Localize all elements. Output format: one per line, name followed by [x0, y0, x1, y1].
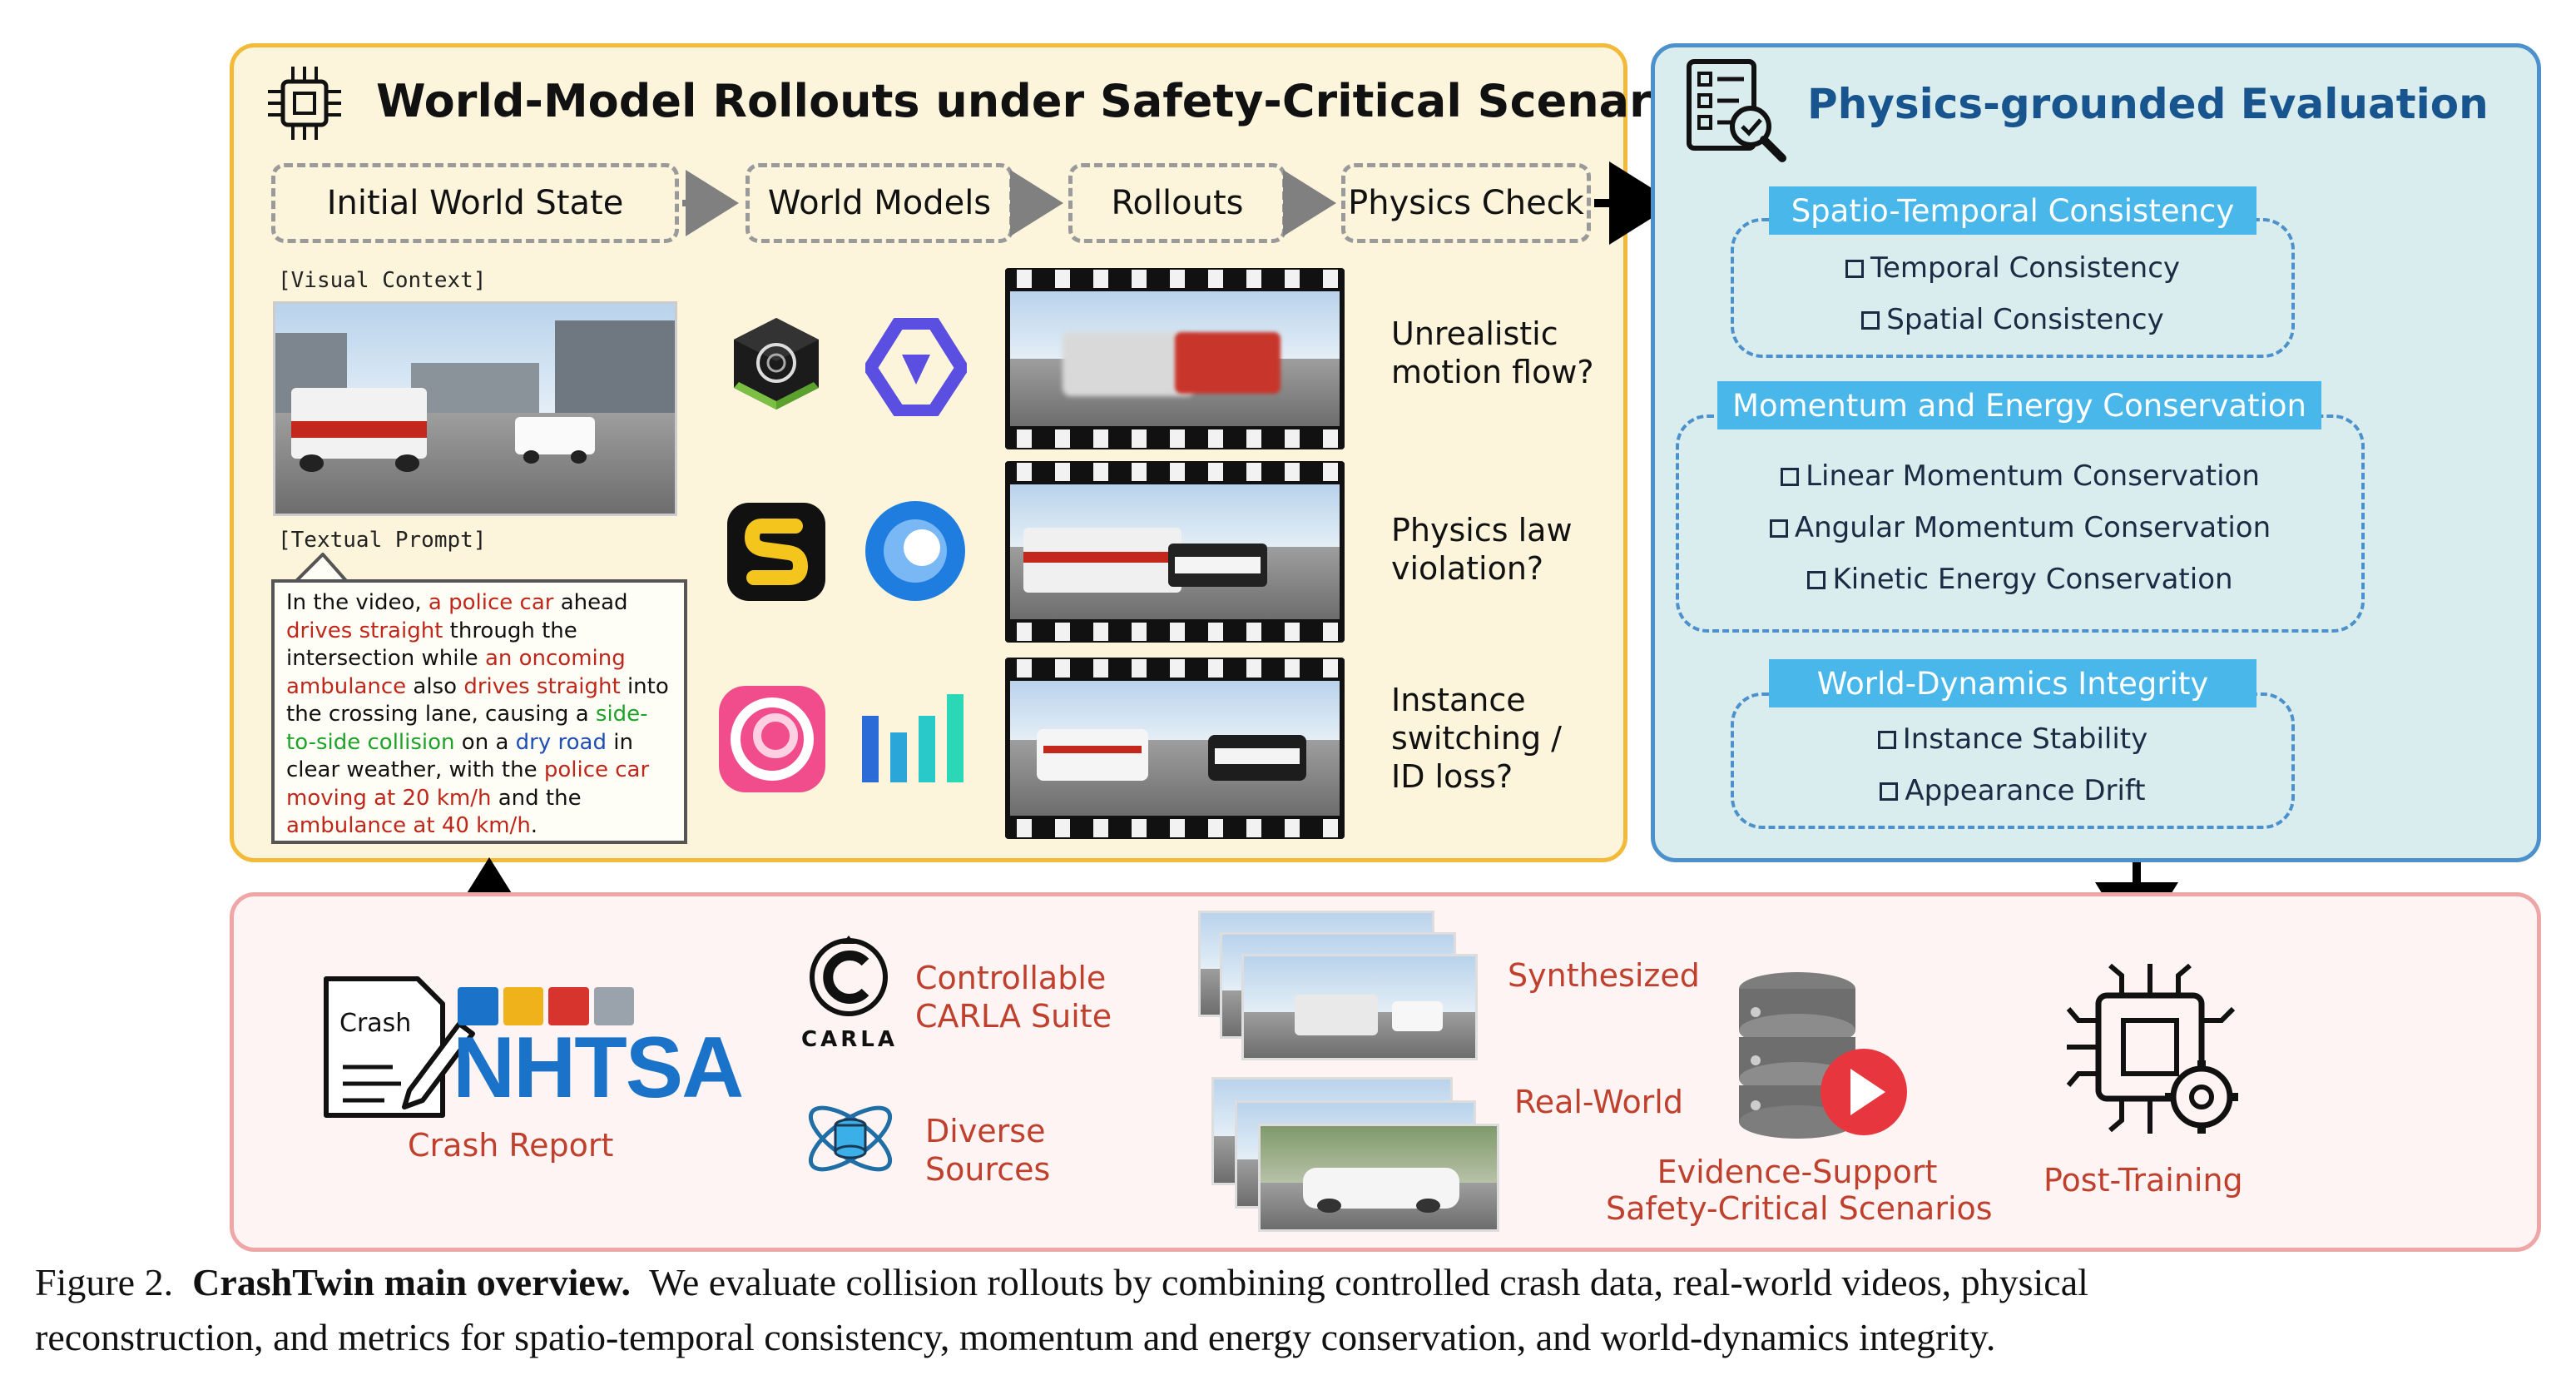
synth-frame-front	[1241, 954, 1478, 1060]
prompt-segment: .	[530, 813, 538, 838]
prompt-segment: ahead	[553, 590, 628, 615]
checkbox-icon	[1877, 731, 1896, 749]
real-frame-front	[1258, 1124, 1499, 1232]
checkbox-icon	[1880, 782, 1899, 801]
eval-item-angular-momentum: Angular Momentum Conservation	[1676, 511, 2365, 544]
prompt-segment: In the video,	[286, 590, 429, 615]
real-world-label: Real-World	[1514, 1084, 1683, 1120]
eval-item-appearance-drift: Appearance Drift	[1731, 774, 2295, 807]
world-model-logo-2	[864, 316, 968, 418]
cosmos-cube-icon	[734, 318, 819, 410]
chip-icon	[268, 67, 341, 140]
question-physics-law: Physics law violation?	[1391, 512, 1573, 587]
caption-line-2: reconstruction, and metrics for spatio-t…	[35, 1316, 1996, 1358]
evaluation-title: Physics-grounded Evaluation	[1807, 80, 2489, 128]
textual-prompt-box: In the video, a police car ahead drives …	[271, 579, 687, 844]
road-icon	[548, 987, 589, 1025]
nhtsa-badges	[458, 987, 634, 1025]
stage-physics-check: Physics Check	[1341, 163, 1591, 243]
world-model-logo-1	[727, 315, 825, 413]
star-icon	[593, 987, 634, 1025]
prompt-segment: side-to-side collision	[286, 702, 648, 755]
prompt-segment: ambulance at 40 km/h	[286, 813, 531, 838]
qwen-star-icon	[864, 316, 968, 418]
world-model-logo-5	[717, 684, 827, 794]
world-model-logo-3	[727, 503, 825, 601]
evaluation-panel	[1651, 43, 2541, 862]
world-model-logo-4	[862, 498, 968, 604]
s-logo-icon	[744, 519, 809, 585]
blue-swirl-icon	[865, 501, 965, 601]
eval-group-world-dynamics	[1731, 692, 2295, 829]
caption-line-1: Figure 2. CrashTwin main overview. We ev…	[35, 1261, 2088, 1303]
stage-initial-world-state: Initial World State	[271, 163, 679, 243]
bars-logo-icon	[862, 694, 964, 782]
question-instance-switching: Instance switching / ID loss?	[1391, 682, 1562, 795]
pedestrian-icon	[503, 987, 543, 1025]
eval-heading-spatiotemporal: Spatio-Temporal Consistency	[1769, 186, 2256, 235]
checkbox-icon	[1861, 311, 1880, 330]
checkbox-icon	[1781, 468, 1800, 486]
checklist-search-icon	[1687, 59, 1786, 162]
eval-group-spatiotemporal	[1731, 218, 2295, 358]
diverse-sources-label: Diverse Sources	[925, 1113, 1051, 1188]
world-model-logo-6	[860, 691, 970, 782]
rollout-filmstrip-1	[1005, 268, 1345, 449]
eval-item-kinetic-energy: Kinetic Energy Conservation	[1676, 563, 2365, 596]
carla-suite-label: Controllable CARLA Suite	[915, 960, 1112, 1035]
eval-item-instance-stability: Instance Stability	[1731, 722, 2295, 756]
textual-prompt-label: [Textual Prompt]	[278, 528, 487, 553]
diverse-sources-icon	[808, 1105, 893, 1172]
post-training-label: Post-Training	[2043, 1162, 2243, 1199]
checkbox-icon	[1769, 519, 1788, 538]
eval-heading-world-dynamics: World-Dynamics Integrity	[1769, 659, 2256, 707]
carla-logo-icon	[810, 936, 888, 1016]
database-play-icon	[1739, 972, 1907, 1139]
rollout-filmstrip-2	[1005, 461, 1345, 643]
prompt-segment: drives straight	[463, 673, 621, 699]
checkbox-icon	[1845, 260, 1864, 278]
figure-caption: Figure 2. CrashTwin main overview. We ev…	[35, 1255, 2564, 1365]
evidence-support-label: Evidence-Support Safety-Critical Scenari…	[1606, 1154, 1993, 1227]
pink-spiral-icon	[719, 686, 825, 792]
stage-rollouts: Rollouts	[1068, 163, 1286, 243]
prompt-segment: dry road	[515, 729, 607, 755]
prompt-segment: into the crossing lane, causing a	[286, 673, 669, 727]
gear-chip-icon	[2066, 963, 2238, 1134]
question-motion-flow: Unrealistic motion flow?	[1391, 315, 1594, 390]
eval-item-linear-momentum: Linear Momentum Conservation	[1676, 459, 2365, 493]
prompt-segment: also	[406, 673, 464, 699]
prompt-segment: a police car	[428, 590, 554, 615]
eval-item-temporal: Temporal Consistency	[1731, 251, 2295, 285]
crash-report-label: Crash Report	[408, 1127, 614, 1164]
stage-world-models: World Models	[746, 163, 1013, 243]
visual-context-image	[273, 301, 677, 516]
eval-item-spatial: Spatial Consistency	[1731, 303, 2295, 336]
prompt-segment: and the	[491, 785, 582, 811]
visual-context-label: [Visual Context]	[278, 268, 487, 293]
eval-heading-momentum-energy: Momentum and Energy Conservation	[1717, 381, 2321, 429]
document-pen-icon	[324, 976, 475, 1118]
prompt-segment: on a	[454, 729, 516, 755]
steering-wheel-icon	[458, 987, 498, 1025]
rollout-filmstrip-3	[1005, 658, 1345, 839]
nhtsa-logo: NHTSA	[453, 1020, 744, 1116]
prompt-segment: through the intersection while	[286, 618, 577, 672]
rollouts-title: World-Model Rollouts under Safety-Critic…	[376, 75, 1725, 127]
checkbox-icon	[1807, 571, 1826, 589]
synthesized-label: Synthesized	[1508, 957, 1700, 994]
prompt-segment: in clear weather, with the	[286, 729, 633, 783]
crash-doc-label: Crash	[339, 1009, 412, 1038]
prompt-segment: drives straight	[286, 618, 443, 643]
prompt-segment: an oncoming ambulance	[286, 646, 626, 699]
carla-wordmark: CARLA	[801, 1027, 898, 1052]
prompt-segment: police car moving at 20 km/h	[286, 757, 650, 811]
